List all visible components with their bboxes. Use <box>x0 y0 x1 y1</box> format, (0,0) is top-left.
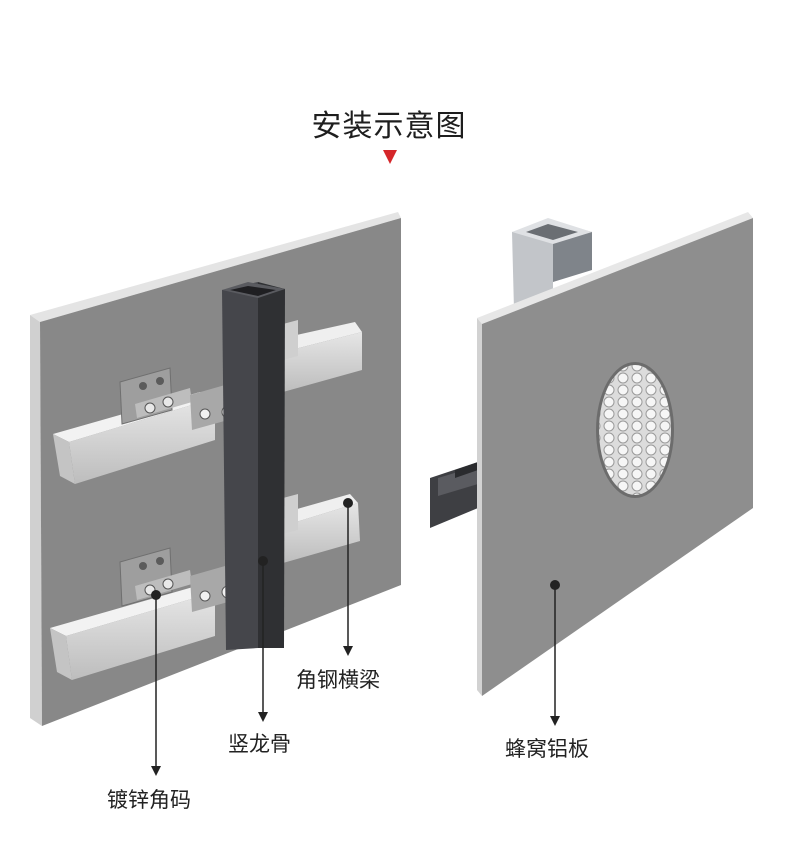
keel-leader-arrow-icon <box>258 712 268 722</box>
lower-angle-beam-right <box>283 494 360 563</box>
label-angle-steel-beam: 角钢横梁 <box>296 668 380 692</box>
upper-angle-beam-right <box>283 320 362 392</box>
panel-leader-arrow-icon <box>550 716 560 726</box>
right-panel-top-edge <box>477 212 753 324</box>
label-honeycomb-panel: 蜂窝铝板 <box>505 737 589 761</box>
right-assembly <box>430 212 753 726</box>
beam-leader-arrow-icon <box>343 646 353 656</box>
lower-angle-beam-left <box>50 585 215 680</box>
vertical-keel-post <box>222 282 285 650</box>
left-panel-side <box>30 315 42 726</box>
honeycomb-core-icon <box>599 365 671 495</box>
right-panel-side-edge <box>477 318 482 696</box>
label-vertical-keel: 竖龙骨 <box>228 732 291 756</box>
bracket-leader-arrow-icon <box>151 766 161 776</box>
diagram-title: 安装示意图 <box>311 109 467 144</box>
left-assembly <box>30 212 401 776</box>
right-angle-stub <box>430 462 478 528</box>
label-galvanized-bracket: 镀锌角码 <box>107 788 191 812</box>
right-vertical-keel <box>512 218 592 310</box>
left-panel-edge <box>30 212 401 322</box>
title-down-arrow-icon <box>383 150 397 164</box>
